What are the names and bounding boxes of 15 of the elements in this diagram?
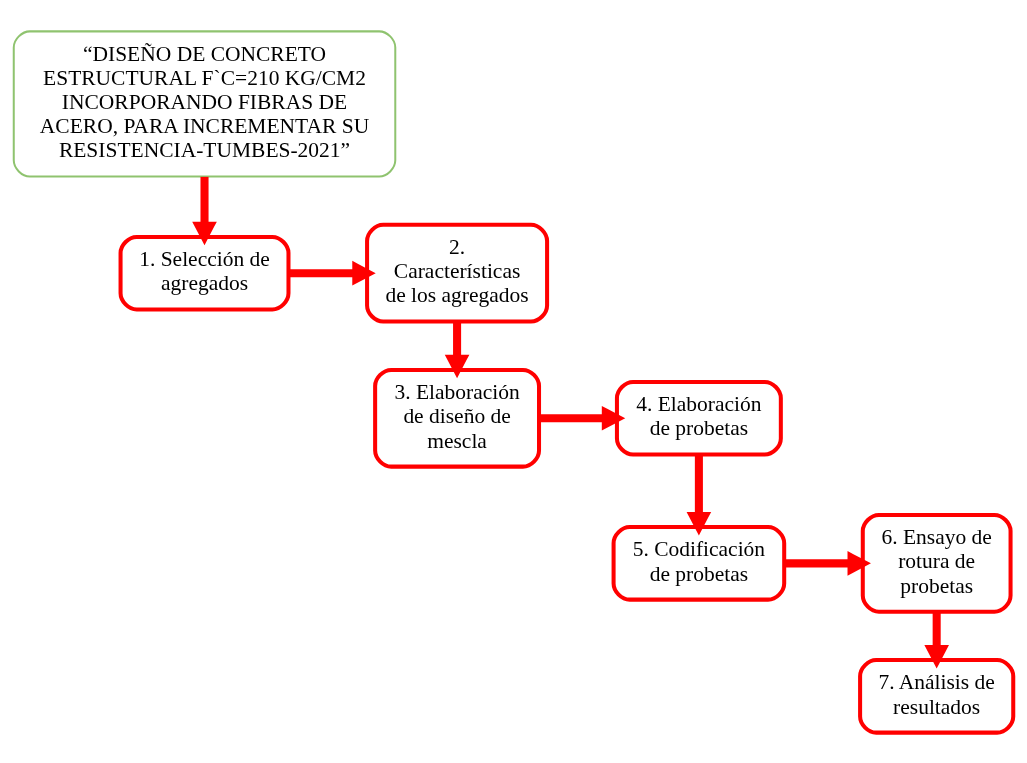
arrow: [784, 550, 871, 576]
node-box: 5. Codificación de probetas: [611, 524, 787, 602]
node-box: “DISEÑO DE CONCRETO ESTRUCTURAL F`C=210 KG/CM2 INCORPORANDO FIBRAS DE ACERO, PARA INCREMENTAR SU RESISTENCIA-TUMBES-2021”: [12, 29, 397, 177]
node-box: 7. Análisis de resultados: [858, 657, 1016, 735]
arrow: [924, 611, 949, 669]
arrow: [192, 176, 217, 245]
arrow: [288, 260, 376, 285]
arrow: [444, 321, 470, 378]
node-box: 4. Elaboración de probetas: [614, 379, 783, 457]
node-box: 2. Características de los agregados: [365, 222, 550, 324]
node-box: 3. Elaboración de diseño de mescla: [373, 367, 542, 469]
arrow: [686, 454, 712, 535]
node-box: 1. Selección de agregados: [118, 234, 291, 311]
node-box: 6. Ensayo de rotura de probetas: [860, 512, 1013, 614]
arrow: [539, 405, 626, 431]
